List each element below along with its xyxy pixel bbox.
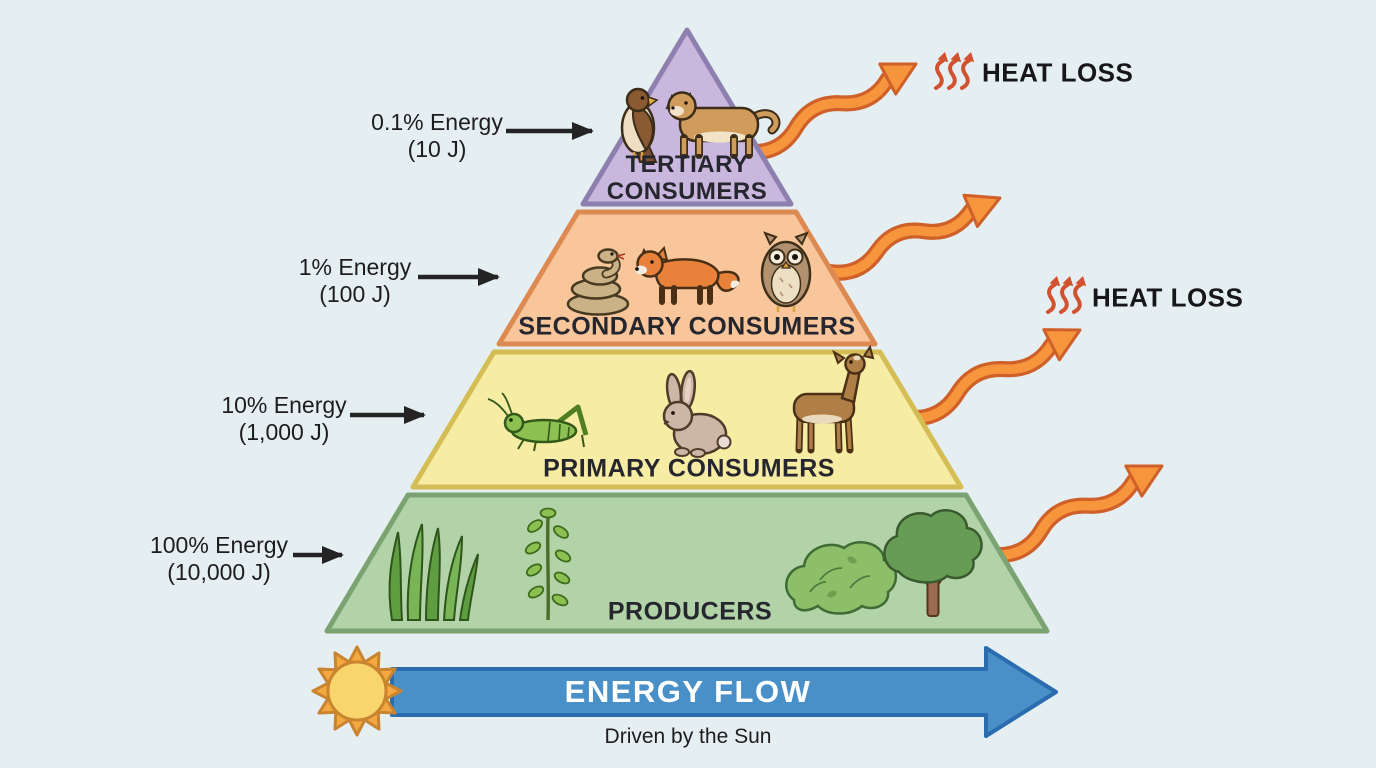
secondary-level-label: SECONDARY CONSUMERS xyxy=(518,312,856,341)
cougar-icon xyxy=(665,91,781,159)
side-label-tertiary: 0.1% Energy (10 J) xyxy=(371,109,503,163)
tertiary-level-label: TERTIARY CONSUMERS xyxy=(607,151,768,205)
rabbit-icon xyxy=(662,369,732,458)
energy-percent-primary: 10% Energy xyxy=(221,392,347,418)
heat-waves-icon-middle xyxy=(1046,276,1087,314)
fox-icon xyxy=(635,245,740,305)
energy-flow-arrow xyxy=(390,646,1058,738)
heat-arrow-tertiary xyxy=(742,62,918,161)
grasshopper-icon xyxy=(487,392,589,452)
energy-joules-producers: (10,000 J) xyxy=(167,559,271,585)
deer-icon xyxy=(792,344,875,454)
side-label-secondary: 1% Energy (100 J) xyxy=(299,254,412,308)
energy-percent-secondary: 1% Energy xyxy=(298,254,412,280)
sun-icon xyxy=(311,645,403,737)
energy-joules-primary: (1,000 J) xyxy=(238,419,330,445)
owl-icon xyxy=(760,231,812,312)
heat-arrow-primary xyxy=(902,328,1082,427)
tertiary-label-line2: CONSUMERS xyxy=(606,178,768,205)
side-label-primary: 10% Energy (1,000 J) xyxy=(221,392,346,446)
tree-icon xyxy=(883,509,983,617)
snake-icon xyxy=(566,248,630,316)
heat-arrow-secondary xyxy=(822,193,1002,281)
energy-percent-producers: 100% Energy xyxy=(149,532,289,558)
heat-arrow-producers xyxy=(987,464,1164,564)
heat-waves-icon-top xyxy=(934,52,975,90)
hawk-icon xyxy=(620,87,659,163)
grass-icon xyxy=(388,523,479,621)
tertiary-label-line1: TERTIARY xyxy=(625,151,749,178)
bush-icon xyxy=(785,541,897,615)
heat-loss-label-middle: HEAT LOSS xyxy=(1092,282,1244,313)
side-label-producers: 100% Energy (10,000 J) xyxy=(150,532,288,586)
energy-flow-label: ENERGY FLOW xyxy=(564,674,812,709)
energy-flow-subtitle: Driven by the Sun xyxy=(604,725,772,748)
energy-percent-tertiary: 0.1% Energy xyxy=(371,109,503,135)
energy-joules-tertiary: (10 J) xyxy=(407,136,467,162)
heat-loss-label-top: HEAT LOSS xyxy=(982,57,1134,88)
producers-level-label: PRODUCERS xyxy=(607,597,773,626)
energy-joules-secondary: (100 J) xyxy=(319,281,391,307)
sapling-icon xyxy=(524,507,572,621)
primary-level-label: PRIMARY CONSUMERS xyxy=(543,454,835,483)
